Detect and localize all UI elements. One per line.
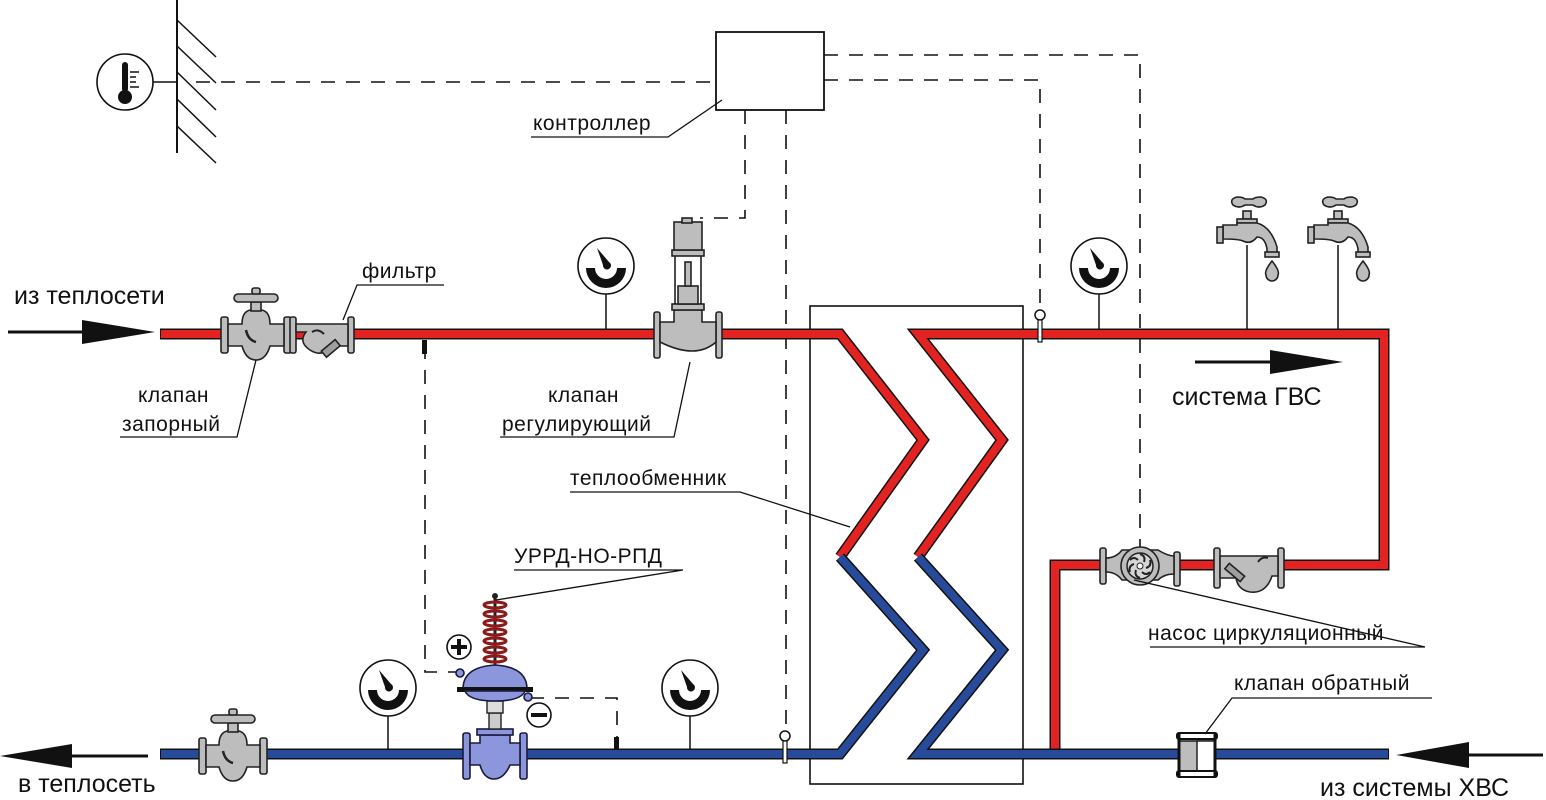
temperature-sensor-dhw [1034,309,1046,343]
label-control-valve-1: клапан [548,384,619,407]
gate-valve-icon [220,287,292,361]
leader-lines [120,99,1432,735]
strainer-icon [289,316,355,359]
faucet-2 [1307,196,1371,329]
sensor-tap-return [614,737,619,750]
minus-port-marker [526,702,552,728]
check-valve-icon [1176,732,1218,778]
label-filter: фильтр [362,260,437,283]
dhw-pipe [1020,328,1390,754]
pressure-gauge-icon [1070,237,1128,295]
shutoff-valve-supply [220,287,292,361]
filter-circulation [1213,547,1285,593]
arrow-to-heating-network [0,744,148,768]
label-from-cold-water: из системы ХВС [1320,774,1509,800]
label-from-heating-network: из теплосети [14,282,165,310]
temperature-sensor-return [779,730,791,764]
pressure-regulator-icon [455,593,533,780]
label-circulation-pump: насос циркуляционный [1148,622,1384,645]
label-shutoff-valve-2: запорный [122,413,220,436]
label-controller: контроллер [533,112,651,135]
heat-exchanger [780,305,1060,785]
shutoff-valve-return [198,708,268,782]
label-control-valve-2: регулирующий [502,413,651,436]
filter-supply [289,316,355,359]
label-to-heating-network: в теплосеть [18,770,156,798]
outdoor-temperature-sensor [96,53,178,111]
check-valve [1176,732,1218,778]
strainer-icon [1213,547,1285,593]
arrow-from-heating-network [8,320,155,344]
signal-lines [196,54,1141,737]
controller [715,31,825,111]
sensor-tap-supply [422,340,427,354]
label-dhw-system: система ГВС [1172,383,1322,411]
arrow-from-cold-water [1396,742,1543,768]
building-wall [176,0,217,164]
controller-box [715,31,825,111]
faucet-1 [1216,196,1280,329]
control-valve [653,217,723,359]
label-pressure-regulator: УРРД-НО-РПД [514,545,662,568]
faucet-icon [1216,196,1280,282]
plus-port-marker [446,634,472,660]
label-check-valve: клапан обратный [1234,672,1410,695]
faucet-icon [1307,196,1371,282]
label-shutoff-valve-1: клапан [138,384,209,407]
gate-valve-icon [198,708,268,782]
pressure-gauge-icon [661,659,719,717]
pressure-gauge-icon [577,237,635,295]
label-heat-exchanger: теплообменник [570,467,727,490]
pressure-gauge-dhw [1070,237,1128,330]
pump-icon [1099,546,1181,587]
pressure-gauge-icon [359,659,417,717]
circulation-pump [1099,546,1181,587]
pressure-gauge-return-2 [661,659,719,750]
motorized-valve-icon [653,217,723,359]
pressure-regulator [455,593,533,780]
pressure-gauge-return-1 [359,659,417,750]
pressure-gauge-supply-1 [577,237,635,330]
arrow-dhw-system [1195,350,1343,374]
